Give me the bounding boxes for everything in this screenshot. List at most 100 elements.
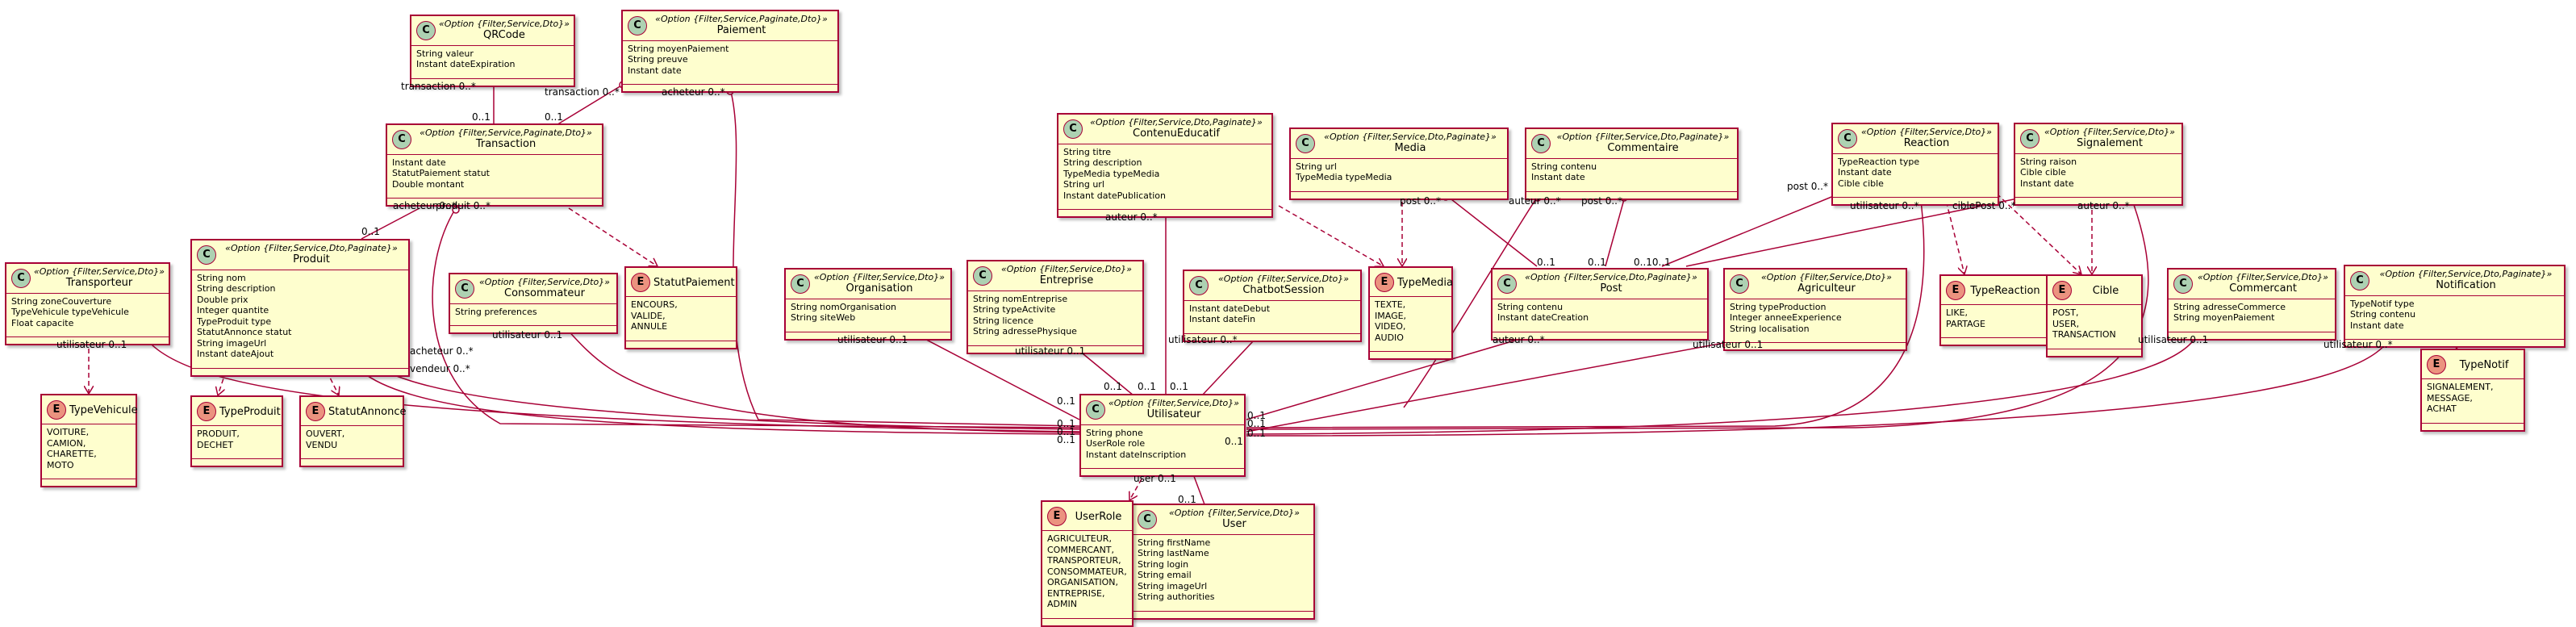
class-utilisateur[interactable]: C«Option {Filter,Service,Dto}»Utilisateu… [1079, 394, 1246, 478]
class-icon: C [1838, 128, 1857, 148]
enum-methods [626, 341, 736, 348]
class-field: Instant datePublication [1063, 190, 1166, 201]
class-field: TypeNotif type [2350, 298, 2415, 309]
class-field: TypeMedia typeMedia [1063, 168, 1160, 179]
enum-value: ORGANISATION, [1047, 577, 1119, 587]
enum-icon: E [47, 399, 66, 420]
enum-value: USER, [2052, 318, 2080, 329]
class-icon: C [11, 268, 31, 288]
enum-values: TEXTE,IMAGE,VIDEO,AUDIO [1370, 297, 1451, 352]
class-paiement[interactable]: C«Option {Filter,Service,Paginate,Dto}»P… [621, 10, 839, 94]
class-field: String email [1138, 570, 1192, 581]
edge-label-one-pay: 0..1 [545, 111, 563, 123]
edge-label-util-chat: utilisateur 0..* [1168, 334, 1238, 345]
class-field: StatutPaiement statut [392, 168, 490, 179]
class-consommateur[interactable]: C«Option {Filter,Service,Dto}»Consommate… [449, 273, 618, 335]
class-post[interactable]: C«Option {Filter,Service,Dto,Paginate}»P… [1491, 268, 1709, 341]
edge-label-util-ent: utilisateur 0..1 [1015, 345, 1086, 357]
class-agriculteur[interactable]: C«Option {Filter,Service,Dto}»Agriculteu… [1723, 268, 1907, 352]
class-title: «Option {Filter,Service,Dto}»ChatbotSess… [1212, 274, 1355, 297]
edge-label-post-com: post 0..* [1581, 195, 1622, 207]
class-transaction[interactable]: C«Option {Filter,Service,Paginate,Dto}»T… [386, 123, 603, 207]
class-header: C«Option {Filter,Service,Dto,Paginate}»P… [1493, 270, 1707, 299]
class-transporteur[interactable]: C«Option {Filter,Service,Dto}»Transporte… [5, 262, 170, 346]
enum-methods [2422, 424, 2524, 430]
enum-methods [1042, 619, 1132, 625]
class-commentaire[interactable]: C«Option {Filter,Service,Dto,Paginate}»C… [1525, 127, 1739, 200]
class-header: C«Option {Filter,Service,Dto}»Transporte… [6, 264, 169, 294]
class-entreprise[interactable]: C«Option {Filter,Service,Dto}»Entreprise… [967, 260, 1144, 354]
edge-label-util-org: utilisateur 0..1 [837, 334, 908, 345]
class-commercant[interactable]: C«Option {Filter,Service,Dto}»Commercant… [2167, 268, 2336, 341]
enum-value: TRANSPORTEUR, [1047, 555, 1121, 566]
class-title: «Option {Filter,Service,Dto,Paginate}»Me… [1318, 132, 1502, 155]
enum-value: ACHAT [2427, 403, 2457, 414]
class-methods [1058, 210, 1271, 216]
class-field: String url [1063, 179, 1104, 190]
enum-methods [1370, 352, 1451, 358]
class-title: «Option {Filter,Service,Dto}»Consommateu… [478, 277, 612, 300]
class-title: «Option {Filter,Service,Dto,Paginate}»No… [2373, 269, 2559, 292]
class-stereotype: «Option {Filter,Service,Dto}» [814, 272, 945, 282]
class-contenueducatif[interactable]: C«Option {Filter,Service,Dto,Paginate}»C… [1057, 113, 1273, 219]
class-icon: C [392, 129, 411, 149]
class-signalement[interactable]: C«Option {Filter,Service,Dto}»Signalemen… [2014, 123, 2183, 207]
class-header: C«Option {Filter,Service,Dto}»Entreprise [968, 261, 1142, 291]
class-organisation[interactable]: C«Option {Filter,Service,Dto}»Organisati… [784, 268, 952, 341]
class-field: Integer quantite [197, 305, 269, 316]
edge-label-one-post-pair: 0..10..1 [1634, 257, 1671, 268]
class-media[interactable]: C«Option {Filter,Service,Dto,Paginate}»M… [1289, 127, 1509, 200]
enum-value: MOTO [47, 459, 74, 470]
class-field: String contenu [1531, 161, 1597, 172]
class-stereotype: «Option {Filter,Service,Dto,Paginate}» [1525, 272, 1697, 282]
class-field: Instant date [2020, 178, 2074, 189]
edge-notification-utilisateur [1246, 330, 2393, 437]
enum-title: TypeNotif [2449, 357, 2519, 372]
class-chatbotsession[interactable]: C«Option {Filter,Service,Dto}»ChatbotSes… [1183, 270, 1362, 342]
edge-transaction-produit [361, 207, 420, 240]
class-stereotype: «Option {Filter,Service,Dto,Paginate}» [1090, 117, 1263, 127]
enum-name: TypeNotif [2459, 359, 2509, 372]
class-field: String preferences [455, 306, 537, 317]
class-field: Instant dateFin [1189, 314, 1256, 325]
enum-icon: E [1047, 506, 1067, 526]
enum-values: AGRICULTEUR,COMMERCANT,TRANSPORTEUR,CONS… [1042, 531, 1132, 619]
edge-label-u-left-c: 0..1 [1057, 426, 1075, 437]
class-icon: C [416, 20, 436, 40]
class-notification[interactable]: C«Option {Filter,Service,Dto,Paginate}»N… [2344, 265, 2566, 349]
class-field: String typeActivite [973, 304, 1056, 316]
class-name: ContenuEducatif [1133, 127, 1220, 140]
enum-value: DECHET [197, 439, 234, 450]
class-icon: C [1138, 509, 1157, 529]
class-field: String moyenPaiement [628, 43, 729, 54]
class-field: String titre [1063, 146, 1112, 157]
edge-label-transaction-pay: transaction 0..* [545, 86, 620, 98]
class-field: TypeProduit type [197, 316, 272, 327]
class-icon: C [2020, 128, 2040, 148]
class-field: String siteWeb [791, 312, 856, 324]
class-icon: C [1189, 275, 1209, 295]
class-stereotype: «Option {Filter,Service,Dto}» [1218, 274, 1349, 284]
class-name: Notification [2436, 278, 2496, 291]
class-produit[interactable]: C«Option {Filter,Service,Dto,Paginate}»P… [190, 239, 410, 377]
edge-label-auteur-ce: auteur 0..* [1105, 211, 1158, 223]
